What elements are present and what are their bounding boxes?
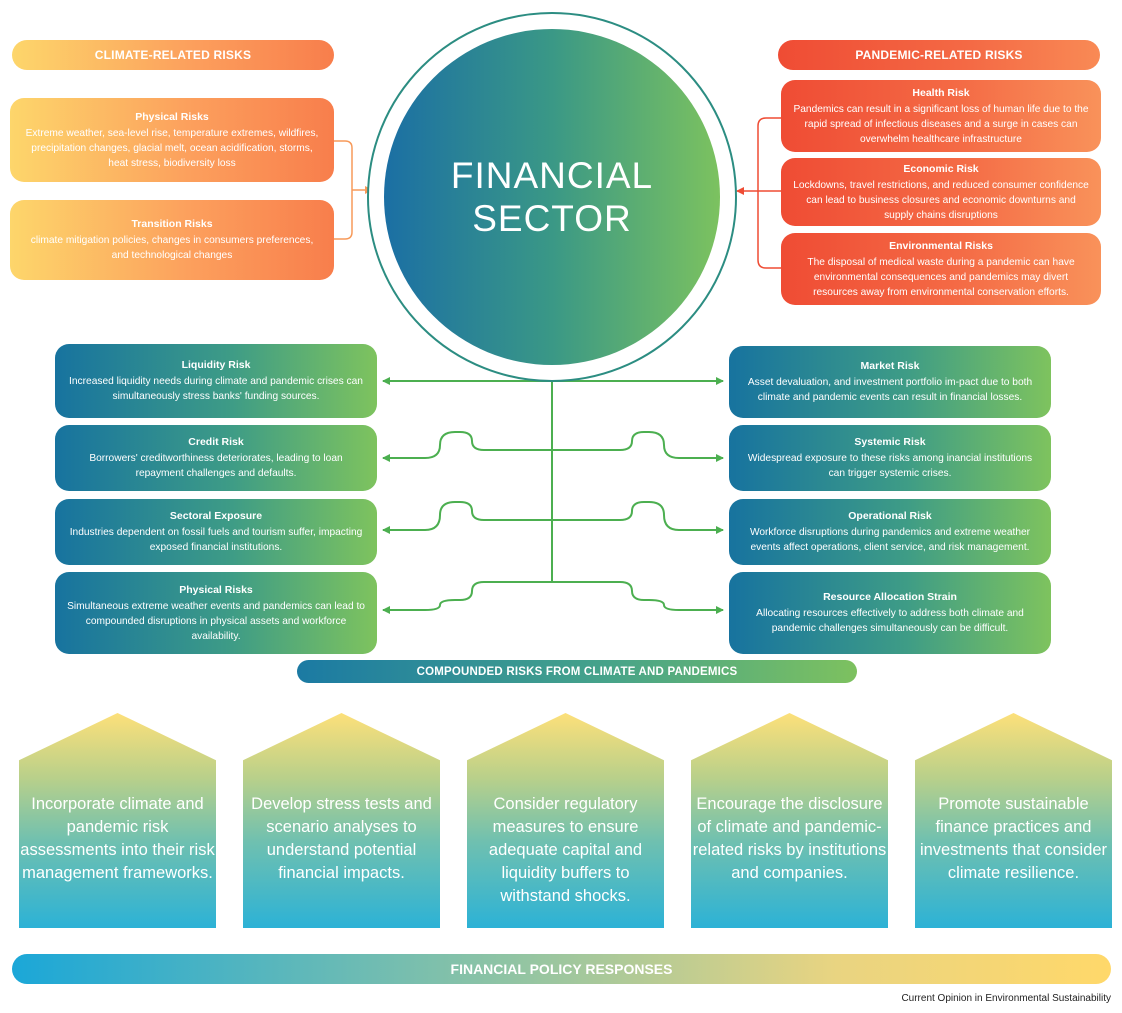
- box-title: Systemic Risk: [854, 436, 926, 448]
- box-text: The disposal of medical waste during a p…: [807, 256, 1075, 298]
- pandemic-risks-header: PANDEMIC-RELATED RISKS: [778, 40, 1100, 70]
- pandemic-economic-risk-box: Economic Risk Lockdowns, travel restrict…: [781, 158, 1101, 226]
- box-title: Credit Risk: [188, 436, 244, 448]
- compound-tree: [382, 330, 724, 614]
- policy-response-text-3: Consider regulatory measures to ensure a…: [488, 795, 643, 905]
- credit-risk-box: Credit Risk Borrowers' creditworthiness …: [55, 425, 377, 491]
- climate-risks-header: CLIMATE-RELATED RISKS: [12, 40, 334, 70]
- box-text: Widespread exposure to these risks among…: [747, 453, 1033, 479]
- box-text: Simultaneous extreme weather events and …: [67, 600, 365, 642]
- center-title-line2: SECTOR: [472, 198, 632, 239]
- box-text: Allocating resources effectively to addr…: [756, 608, 1024, 634]
- box-title: Market Risk: [860, 360, 920, 372]
- operational-risk-box: Operational Risk Workforce disruptions d…: [729, 499, 1051, 565]
- box-title: Physical Risks: [179, 583, 253, 596]
- box-title: Physical Risks: [135, 110, 209, 123]
- policy-response-text-4: Encourage the disclosure of climate and …: [692, 795, 887, 882]
- box-title: Environmental Risks: [889, 239, 993, 252]
- policy-response-text-5: Promote sustainable finance practices an…: [919, 795, 1108, 882]
- compounded-risks-label: COMPOUNDED RISKS FROM CLIMATE AND PANDEM…: [297, 660, 857, 683]
- policy-response-house-5: [915, 713, 1112, 928]
- box-text: Borrowers' creditworthiness deteriorates…: [89, 453, 343, 479]
- box-title: Transition Risks: [131, 218, 213, 230]
- financial-sector-core: FINANCIAL SECTOR: [384, 29, 720, 365]
- pandemic-bracket: [736, 117, 782, 269]
- policy-response-house-1: [19, 713, 216, 928]
- pandemic-environmental-risks-box: Environmental Risks The disposal of medi…: [781, 233, 1101, 305]
- pandemic-health-risk-box: Health Risk Pandemics can result in a si…: [781, 80, 1101, 152]
- box-text: Lockdowns, travel restrictions, and redu…: [793, 179, 1089, 221]
- center-title-line1: FINANCIAL: [450, 155, 654, 196]
- policy-response-text-2: Develop stress tests and scenario analys…: [251, 795, 432, 882]
- climate-physical-risks-box: Physical Risks Extreme weather, sea-leve…: [10, 98, 334, 182]
- source-credit: Current Opinion in Environmental Sustain…: [901, 993, 1111, 1004]
- market-risk-box: Market Risk Asset devaluation, and inves…: [729, 346, 1051, 418]
- box-text: Extreme weather, sea-level rise, tempera…: [25, 127, 319, 169]
- box-title: Liquidity Risk: [181, 359, 251, 371]
- financial-policy-responses-bar: FINANCIAL POLICY RESPONSES: [12, 954, 1111, 984]
- box-title: Sectoral Exposure: [169, 510, 263, 522]
- box-title: Resource Allocation Strain: [823, 591, 957, 603]
- box-title: Economic Risk: [903, 162, 979, 175]
- policy-response-text-1: Incorporate climate and pandemic risk as…: [20, 795, 215, 882]
- physical-risks-compound-box: Physical Risks Simultaneous extreme weat…: [55, 572, 377, 654]
- liquidity-risk-box: Liquidity Risk Increased liquidity needs…: [55, 344, 377, 418]
- box-text: Workforce disruptions during pandemics a…: [749, 527, 1031, 553]
- climate-transition-risks-box: Transition Risks climate mitigation poli…: [10, 200, 334, 280]
- resource-allocation-strain-box: Resource Allocation Strain Allocating re…: [729, 572, 1051, 654]
- box-text: Increased liquidity needs during climate…: [69, 376, 363, 402]
- box-text: Pandemics can result in a significant lo…: [793, 103, 1089, 145]
- box-title: Operational Risk: [848, 510, 932, 522]
- systemic-risk-box: Systemic Risk Widespread exposure to the…: [729, 425, 1051, 491]
- policy-response-house-2: [243, 713, 440, 928]
- box-text: climate mitigation policies, changes in …: [30, 235, 314, 261]
- box-text: Industries dependent on fossil fuels and…: [69, 527, 363, 553]
- policy-response-house-4: [691, 713, 888, 928]
- policy-response-house-3: [467, 713, 664, 928]
- box-text: Asset devaluation, and investment portfo…: [747, 377, 1033, 403]
- sectoral-exposure-box: Sectoral Exposure Industries dependent o…: [55, 499, 377, 565]
- box-title: Health Risk: [912, 86, 970, 99]
